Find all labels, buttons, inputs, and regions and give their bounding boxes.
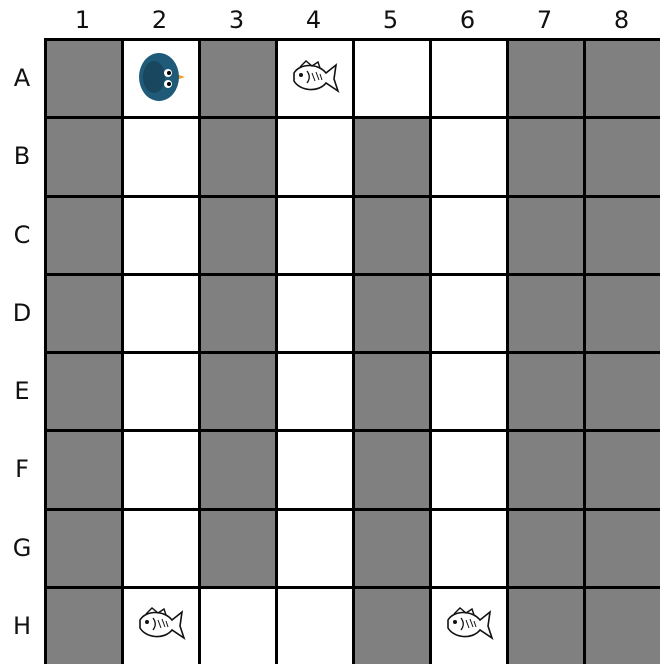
cell-F2[interactable] [124, 432, 198, 507]
cell-A5[interactable] [355, 41, 429, 116]
cell-D4[interactable] [278, 276, 352, 351]
cell-E6[interactable] [432, 354, 506, 429]
cell-A7[interactable] [509, 41, 583, 116]
cell-H4[interactable] [278, 589, 352, 664]
cell-E1[interactable] [47, 354, 121, 429]
cell-A4[interactable] [278, 41, 352, 116]
cell-F5[interactable] [355, 432, 429, 507]
cell-G7[interactable] [509, 511, 583, 586]
cell-C7[interactable] [509, 198, 583, 273]
cell-C4[interactable] [278, 198, 352, 273]
cell-C2[interactable] [124, 198, 198, 273]
cell-A6[interactable] [432, 41, 506, 116]
cell-D3[interactable] [201, 276, 275, 351]
cell-F7[interactable] [509, 432, 583, 507]
row-label-F: F [0, 457, 44, 481]
cell-C3[interactable] [201, 198, 275, 273]
cell-G6[interactable] [432, 511, 506, 586]
cell-B8[interactable] [586, 119, 660, 194]
cell-G5[interactable] [355, 511, 429, 586]
column-label-2: 2 [121, 8, 198, 32]
column-label-1: 1 [44, 8, 121, 32]
cell-F3[interactable] [201, 432, 275, 507]
row-label-A: A [0, 66, 44, 90]
cell-H2[interactable] [124, 589, 198, 664]
cell-B2[interactable] [124, 119, 198, 194]
column-label-5: 5 [352, 8, 429, 32]
cell-A8[interactable] [586, 41, 660, 116]
cell-F8[interactable] [586, 432, 660, 507]
cell-D2[interactable] [124, 276, 198, 351]
fish-icon [136, 604, 186, 648]
column-label-7: 7 [506, 8, 583, 32]
cell-H3[interactable] [201, 589, 275, 664]
bird-icon [135, 49, 187, 109]
cell-D8[interactable] [586, 276, 660, 351]
cell-F1[interactable] [47, 432, 121, 507]
column-label-8: 8 [583, 8, 660, 32]
cell-G4[interactable] [278, 511, 352, 586]
cell-C1[interactable] [47, 198, 121, 273]
column-label-4: 4 [275, 8, 352, 32]
cell-E8[interactable] [586, 354, 660, 429]
cell-G2[interactable] [124, 511, 198, 586]
game-board [44, 38, 660, 664]
column-label-3: 3 [198, 8, 275, 32]
cell-B7[interactable] [509, 119, 583, 194]
cell-B6[interactable] [432, 119, 506, 194]
cell-E4[interactable] [278, 354, 352, 429]
cell-F4[interactable] [278, 432, 352, 507]
cell-B5[interactable] [355, 119, 429, 194]
cell-C6[interactable] [432, 198, 506, 273]
row-label-C: C [0, 223, 44, 247]
cell-E3[interactable] [201, 354, 275, 429]
cell-B1[interactable] [47, 119, 121, 194]
cell-H1[interactable] [47, 589, 121, 664]
cell-D6[interactable] [432, 276, 506, 351]
cell-H8[interactable] [586, 589, 660, 664]
cell-G3[interactable] [201, 511, 275, 586]
cell-E7[interactable] [509, 354, 583, 429]
cell-D1[interactable] [47, 276, 121, 351]
cell-H5[interactable] [355, 589, 429, 664]
cell-G8[interactable] [586, 511, 660, 586]
row-label-G: G [0, 536, 44, 560]
row-label-D: D [0, 301, 44, 325]
cell-A1[interactable] [47, 41, 121, 116]
fish-icon [290, 57, 340, 101]
cell-A3[interactable] [201, 41, 275, 116]
row-label-B: B [0, 144, 44, 168]
cell-D7[interactable] [509, 276, 583, 351]
cell-D5[interactable] [355, 276, 429, 351]
cell-A2[interactable] [124, 41, 198, 116]
column-label-6: 6 [429, 8, 506, 32]
cell-C5[interactable] [355, 198, 429, 273]
row-label-H: H [0, 614, 44, 638]
row-label-E: E [0, 379, 44, 403]
cell-E2[interactable] [124, 354, 198, 429]
cell-B3[interactable] [201, 119, 275, 194]
cell-H6[interactable] [432, 589, 506, 664]
cell-F6[interactable] [432, 432, 506, 507]
cell-E5[interactable] [355, 354, 429, 429]
cell-H7[interactable] [509, 589, 583, 664]
cell-C8[interactable] [586, 198, 660, 273]
cell-B4[interactable] [278, 119, 352, 194]
fish-icon [444, 604, 494, 648]
cell-G1[interactable] [47, 511, 121, 586]
